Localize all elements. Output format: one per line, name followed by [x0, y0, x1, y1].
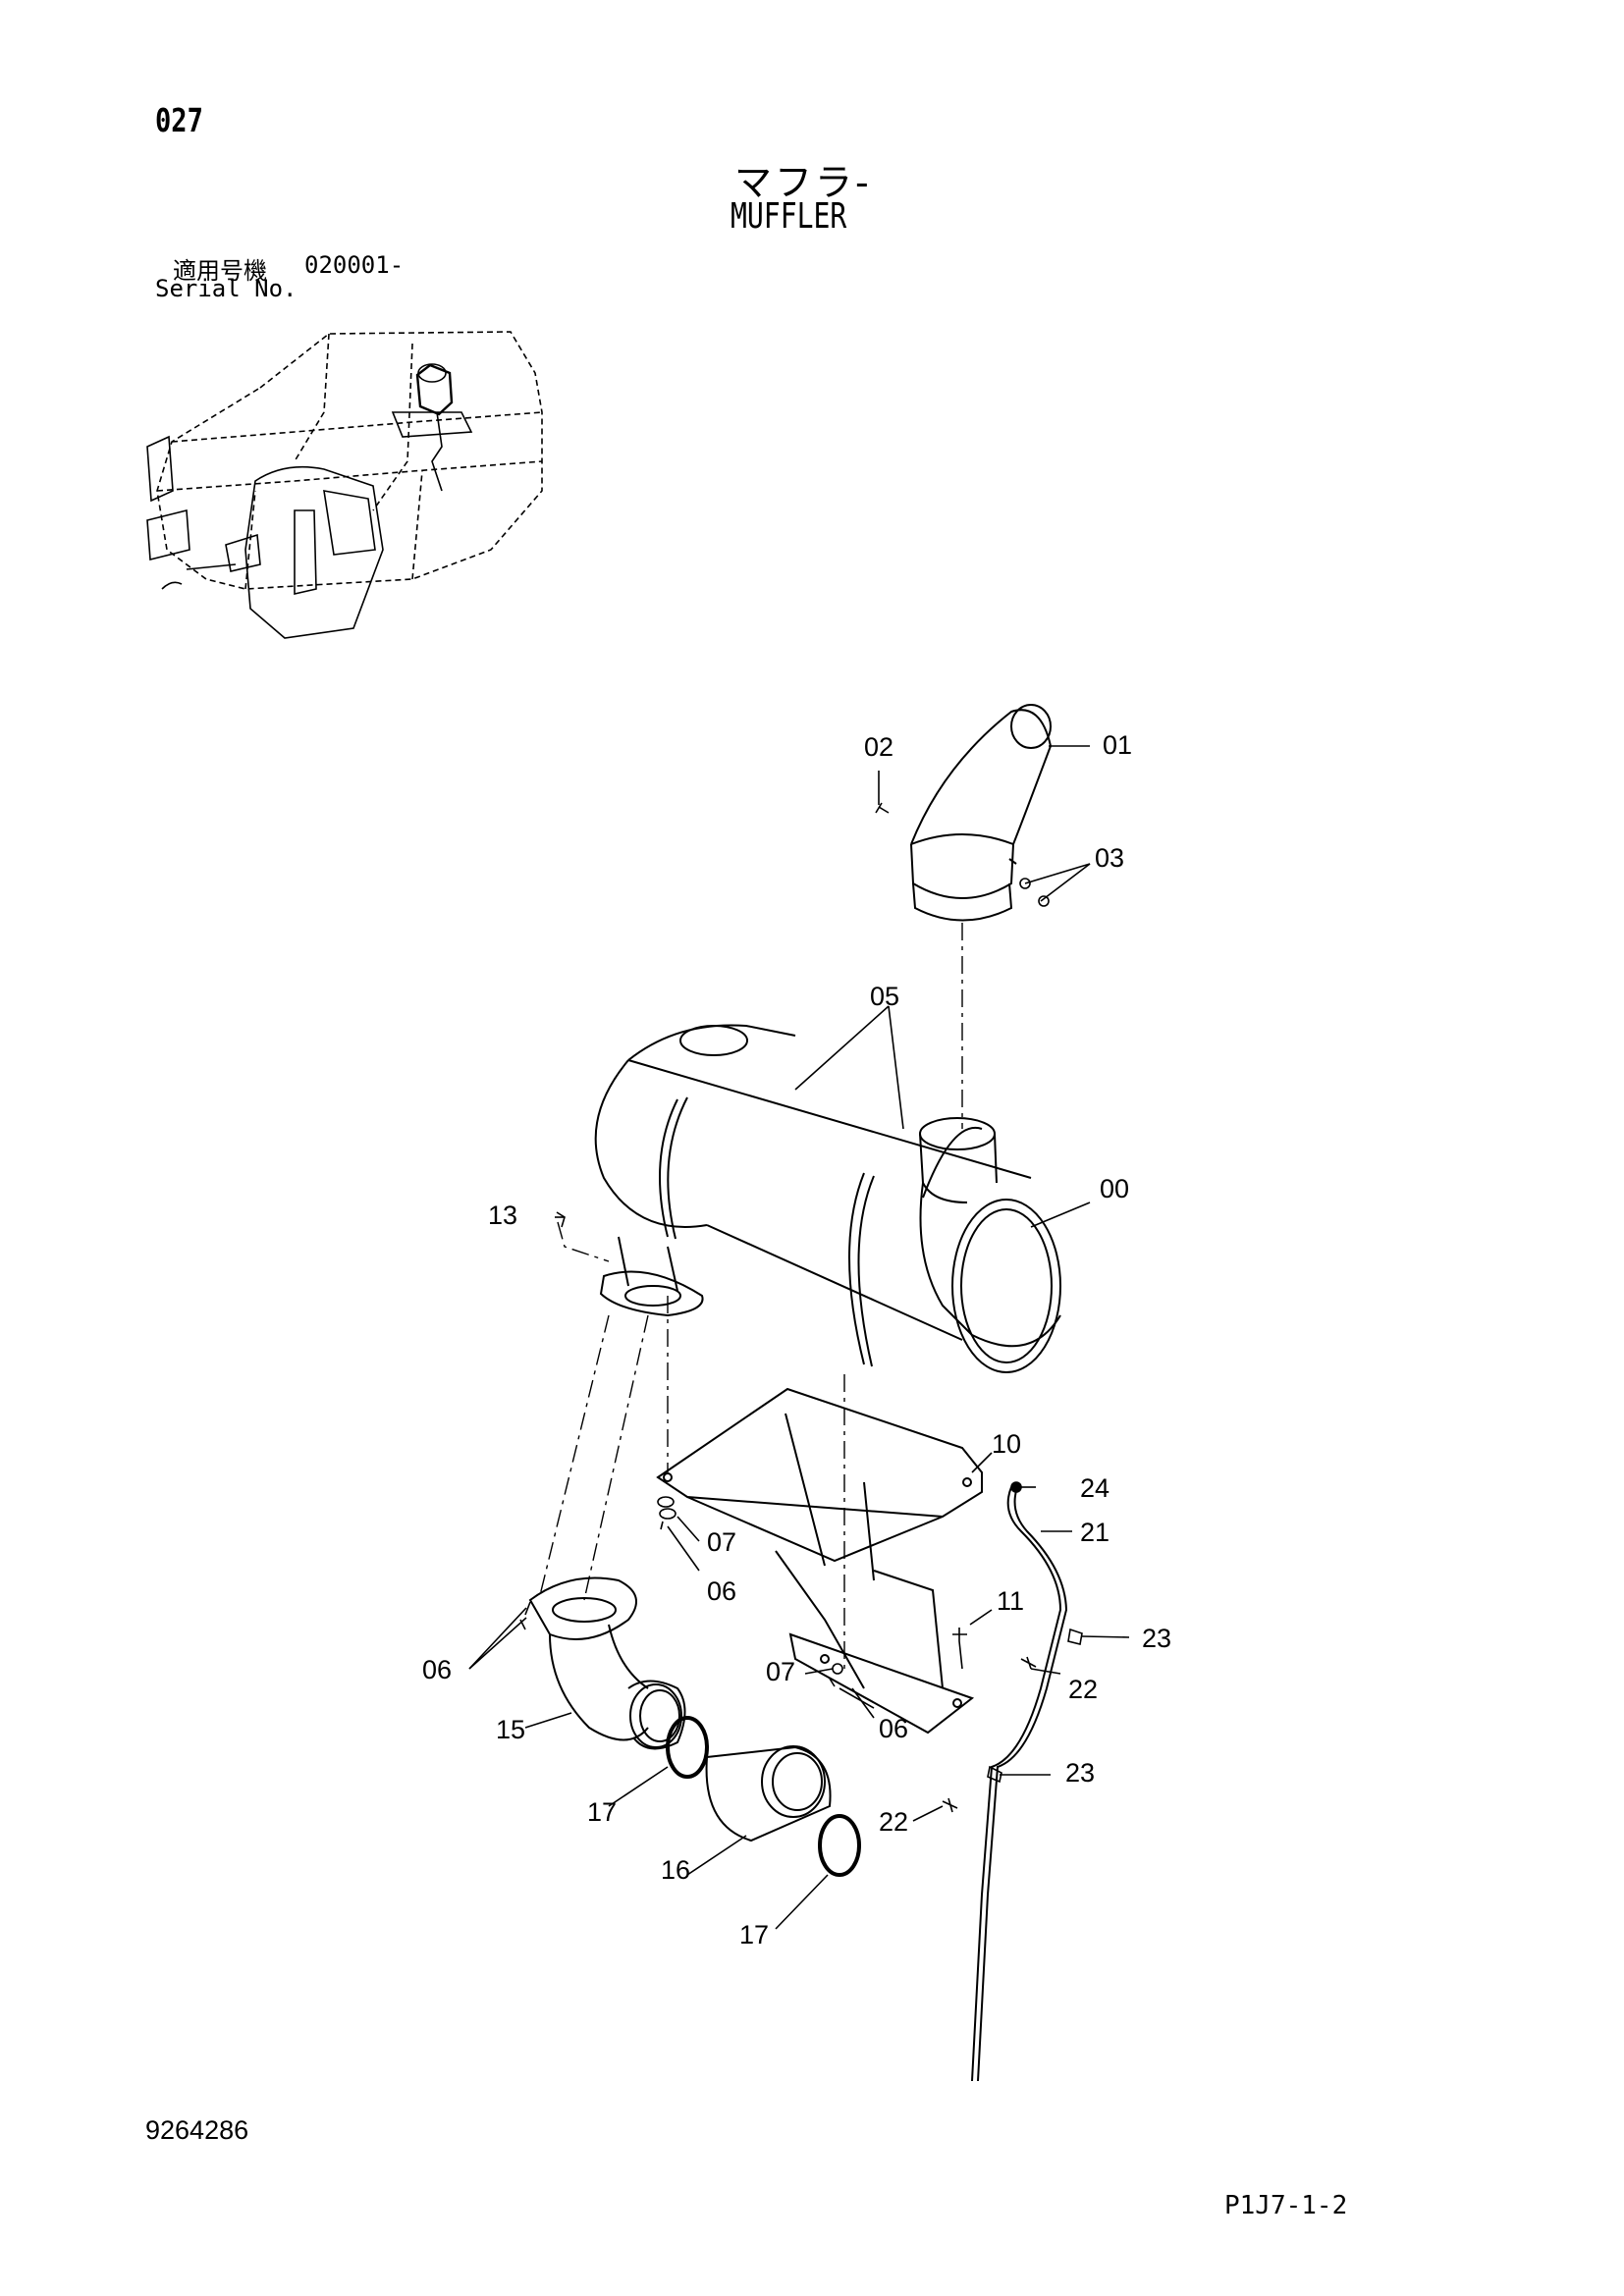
callout-17-lower: 17 — [739, 1920, 769, 1949]
page-number: 027 — [155, 101, 203, 139]
callout-21: 21 — [1080, 1518, 1110, 1547]
callout-24: 24 — [1080, 1473, 1110, 1503]
callout-17-upper: 17 — [587, 1797, 617, 1827]
seal-ring-upper — [666, 1716, 709, 1779]
machine-locator-illustration — [146, 331, 543, 639]
outlet-flange — [599, 1236, 704, 1317]
callout-22-lower: 22 — [879, 1807, 908, 1837]
callout-15: 15 — [496, 1715, 525, 1744]
callout-03: 03 — [1095, 843, 1124, 873]
pipe-sleeve — [705, 1745, 832, 1842]
exhaust-stack — [910, 704, 1053, 922]
elbow-pipe — [528, 1576, 686, 1750]
callout-02: 02 — [864, 732, 893, 762]
callout-13: 13 — [488, 1201, 517, 1230]
callout-01: 01 — [1103, 730, 1132, 760]
title-english: MUFFLER — [731, 196, 847, 237]
muffler-body — [594, 1024, 1061, 1373]
assembly-lines — [539, 923, 963, 1669]
seal-ring-lower — [818, 1814, 861, 1877]
leader-lines — [468, 745, 1130, 1930]
muffler-bracket — [656, 1387, 983, 1735]
callout-07-lower: 07 — [766, 1657, 795, 1686]
callout-06-bracket: 06 — [879, 1714, 908, 1743]
callout-07-upper: 07 — [707, 1527, 736, 1557]
callout-23-upper: 23 — [1142, 1624, 1171, 1653]
drain-hose — [971, 1486, 1068, 2082]
bolts — [875, 802, 1050, 907]
callout-00: 00 — [1100, 1174, 1129, 1203]
callout-06-lower: 06 — [422, 1655, 452, 1684]
callout-23-lower: 23 — [1065, 1758, 1095, 1788]
title-japanese: マフラ- — [734, 161, 872, 204]
serial-number-label: Serial No. — [155, 275, 298, 302]
fasteners — [519, 1211, 1083, 1813]
applicability-label: 適用号機 — [173, 257, 267, 285]
applicability-serial: 020001- — [304, 251, 405, 279]
callout-05: 05 — [870, 982, 899, 1011]
callout-labels: 01 02 03 05 00 13 10 24 21 07 06 11 23 0… — [422, 730, 1171, 1949]
page-code: P1J7-1-2 — [1224, 2191, 1348, 2220]
callout-11: 11 — [997, 1586, 1024, 1616]
callout-16: 16 — [661, 1855, 690, 1885]
callout-10: 10 — [992, 1429, 1021, 1459]
callout-06-upper: 06 — [707, 1576, 736, 1606]
document-number: 9264286 — [145, 2115, 249, 2145]
callout-22-upper: 22 — [1068, 1675, 1098, 1704]
